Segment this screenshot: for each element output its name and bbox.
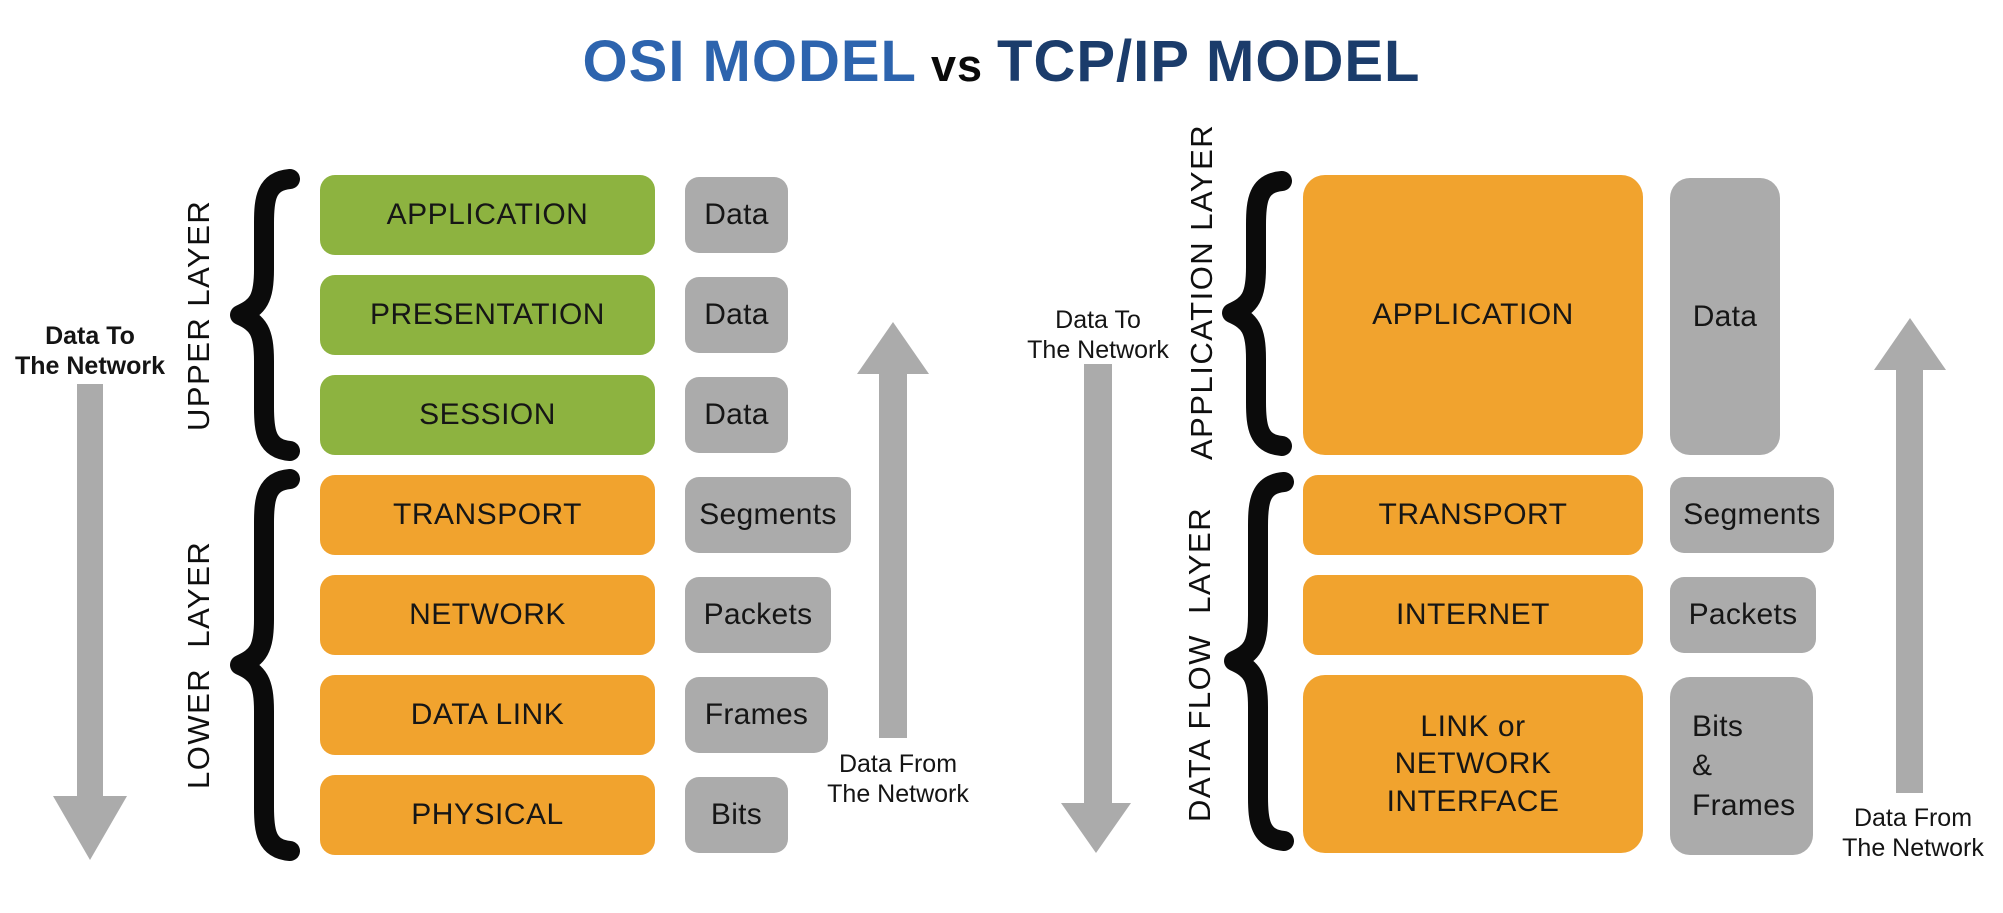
tcpip-unit-segments: Segments: [1670, 477, 1834, 553]
osi-data-from-arrow-shaft: [879, 374, 907, 738]
osi-unit-data-2: Data: [685, 277, 788, 353]
tcpip-unit-packets: Packets: [1670, 577, 1816, 653]
osi-unit-data-3: Data: [685, 377, 788, 453]
tcpip-data-to-arrow-shaft: [1084, 364, 1112, 803]
tcpip-data-flow-layer-label: DATA FLOW LAYER: [1182, 506, 1217, 822]
osi-lower-layer-brace-icon: [230, 469, 300, 861]
tcpip-data-from-arrowhead-icon: [1874, 318, 1946, 370]
tcpip-application-layer-label: APPLICATION LAYER: [1184, 123, 1219, 460]
osi-layer-transport: TRANSPORT: [320, 475, 655, 555]
tcpip-layer-transport: TRANSPORT: [1303, 475, 1643, 555]
title-vs: vs: [930, 40, 984, 91]
osi-layer-session: SESSION: [320, 375, 655, 455]
tcpip-unit-data: Data: [1670, 178, 1780, 455]
tcpip-layer-link-or-network-interface: LINK or NETWORK INTERFACE: [1303, 675, 1643, 853]
tcpip-data-from-arrow-shaft: [1896, 370, 1923, 793]
osi-layer-physical: PHYSICAL: [320, 775, 655, 855]
tcpip-data-to-arrowhead-icon: [1061, 803, 1131, 853]
osi-layer-application: APPLICATION: [320, 175, 655, 255]
osi-unit-segments: Segments: [685, 477, 851, 553]
osi-unit-frames: Frames: [685, 677, 828, 753]
osi-data-to-network-label: Data To The Network: [14, 322, 166, 380]
osi-unit-data-1: Data: [685, 177, 788, 253]
tcpip-data-flow-layer-brace-icon: [1224, 472, 1294, 851]
title-tcpip-model: TCP/IP MODEL: [997, 29, 1421, 94]
osi-data-to-arrowhead-icon: [53, 796, 127, 860]
osi-data-to-arrow-shaft: [77, 384, 103, 796]
osi-unit-bits: Bits: [685, 777, 788, 853]
osi-layer-data-link: DATA LINK: [320, 675, 655, 755]
osi-upper-layer-brace-icon: [230, 169, 300, 461]
osi-layer-presentation: PRESENTATION: [320, 275, 655, 355]
tcpip-data-to-network-label: Data To The Network: [1027, 306, 1169, 364]
title-osi-model: OSI MODEL: [582, 29, 917, 94]
tcpip-application-layer-brace-icon: [1222, 171, 1292, 456]
osi-unit-packets: Packets: [685, 577, 831, 653]
osi-data-from-arrowhead-icon: [857, 322, 929, 374]
osi-data-from-network-label: Data From The Network: [827, 750, 969, 808]
osi-lower-layer-label: LOWER LAYER: [181, 540, 216, 790]
tcpip-layer-application: APPLICATION: [1303, 175, 1643, 455]
page-title: OSI MODEL vs TCP/IP MODEL: [0, 28, 2003, 95]
tcpip-data-from-network-label: Data From The Network: [1842, 804, 1984, 862]
tcpip-unit-bits-and-frames: Bits & Frames: [1670, 677, 1813, 855]
tcpip-layer-internet: INTERNET: [1303, 575, 1643, 655]
osi-layer-network: NETWORK: [320, 575, 655, 655]
osi-upper-layer-label: UPPER LAYER: [181, 199, 216, 431]
